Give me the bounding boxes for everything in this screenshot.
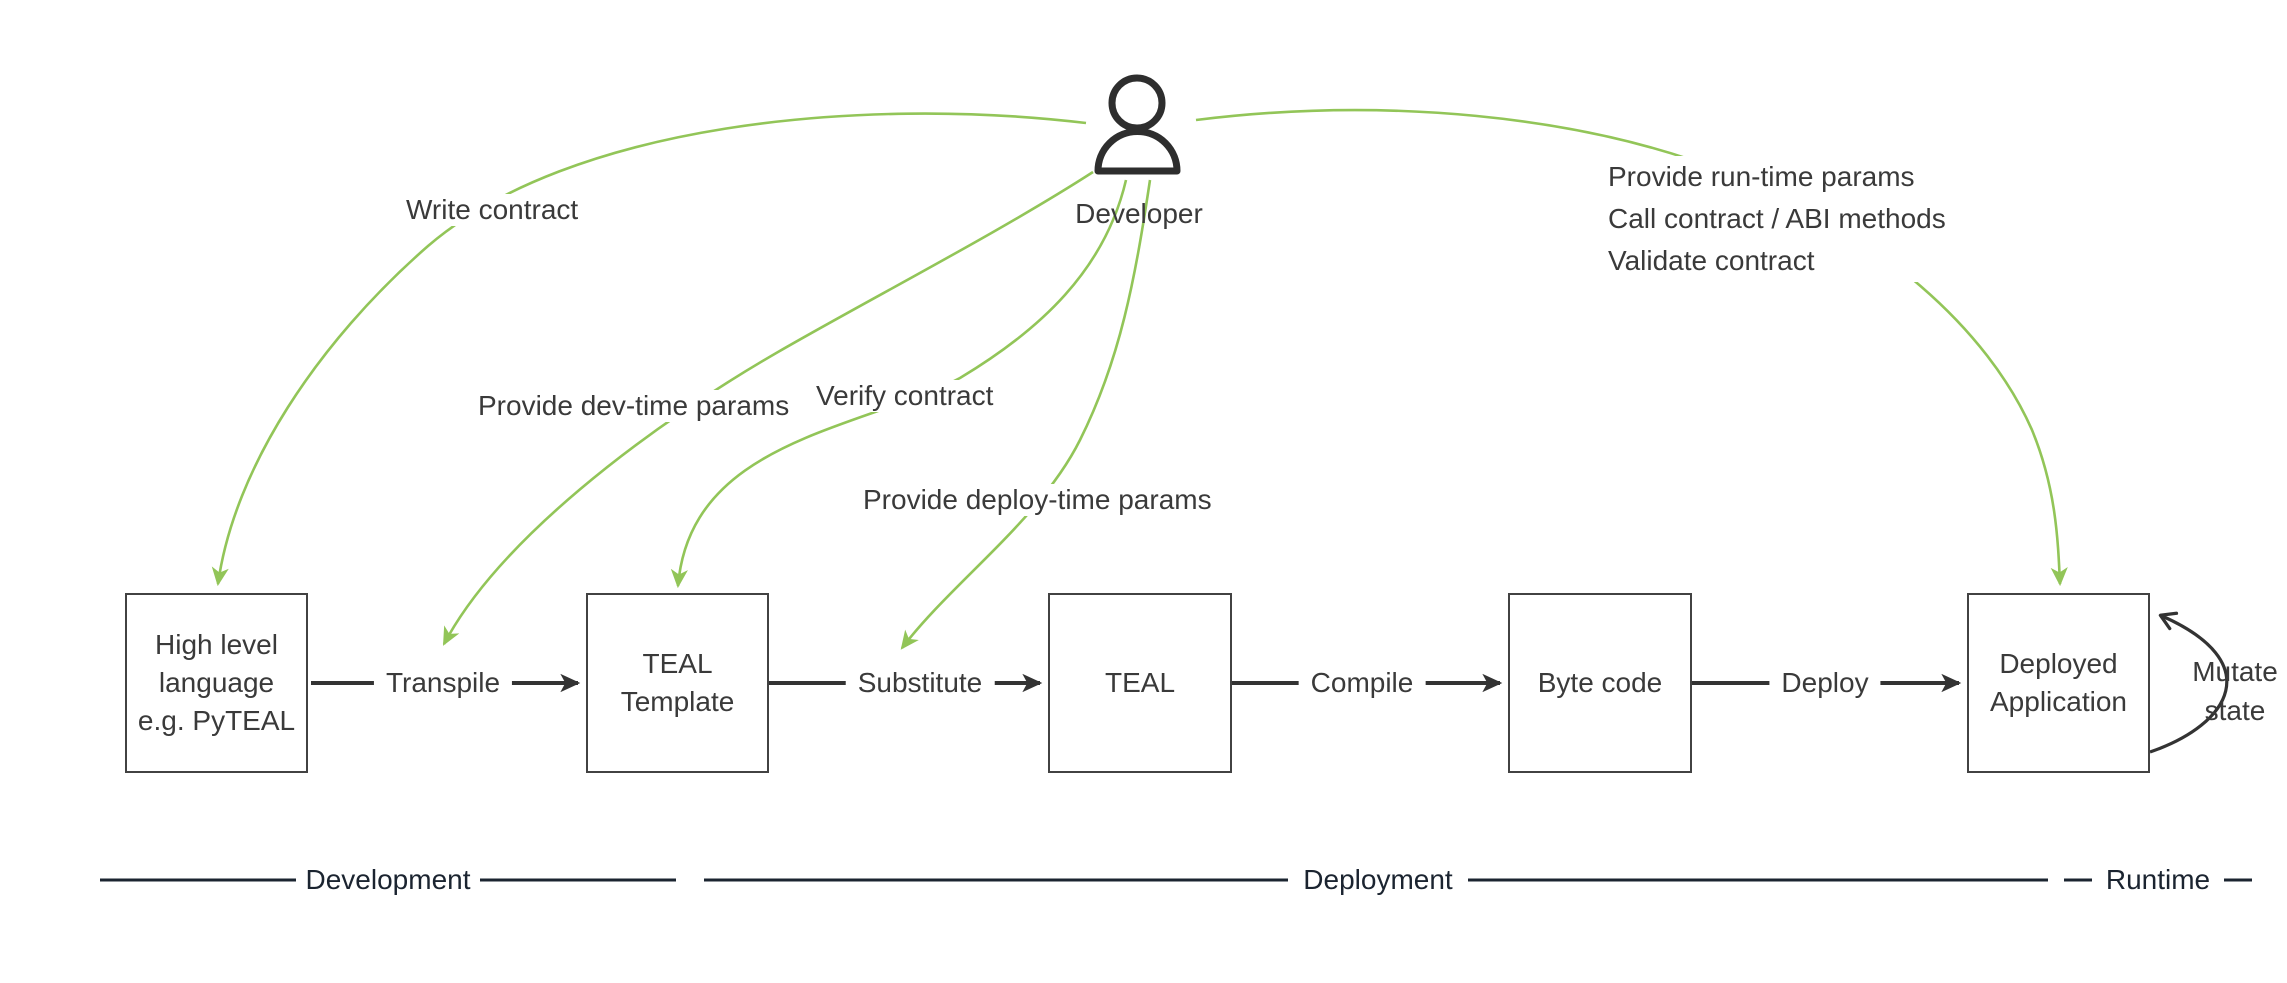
- flow-label-transpile: Transpile: [373, 668, 513, 698]
- phase-label-runtime: Runtime: [2105, 864, 2211, 895]
- write-contract-label: Write contract: [398, 194, 587, 226]
- box-deployed-application: Deployed Application: [1967, 593, 2150, 773]
- provide-deploy-time-params-label: Provide deploy-time params: [855, 484, 1220, 516]
- verify-contract-label: Verify contract: [808, 380, 1002, 412]
- phase-label-development: Development: [305, 864, 471, 895]
- phase-label-deployment: Deployment: [1303, 864, 1453, 895]
- mutate-state-label: Mutate state: [2192, 656, 2278, 726]
- box-high-level-language: High level language e.g. PyTEAL: [125, 593, 308, 773]
- box-teal: TEAL: [1048, 593, 1232, 773]
- validate-contract-line: Validate contract: [1608, 245, 1815, 276]
- developer-person-icon: [1094, 74, 1181, 175]
- flow-label-substitute: Substitute: [845, 668, 995, 698]
- provide-dev-time-params-label: Provide dev-time params: [470, 390, 798, 422]
- mutate-state-arrow: [2149, 611, 2229, 754]
- box-byte-code: Byte code: [1508, 593, 1692, 773]
- runtime-actions-label: Provide run-time params Call contract / …: [1602, 156, 1952, 282]
- box-teal-template: TEAL Template: [586, 593, 769, 773]
- flow-label-compile: Compile: [1298, 668, 1426, 698]
- provide-deploy-time-params-arrow: [900, 179, 1152, 650]
- flow-label-deploy: Deploy: [1769, 668, 1881, 698]
- provide-run-time-params-line: Provide run-time params: [1608, 161, 1915, 192]
- provide-dev-time-params-arrow: [442, 170, 1094, 646]
- call-contract-abi-methods-line: Call contract / ABI methods: [1608, 203, 1946, 234]
- developer-label: Developer: [1075, 198, 1203, 229]
